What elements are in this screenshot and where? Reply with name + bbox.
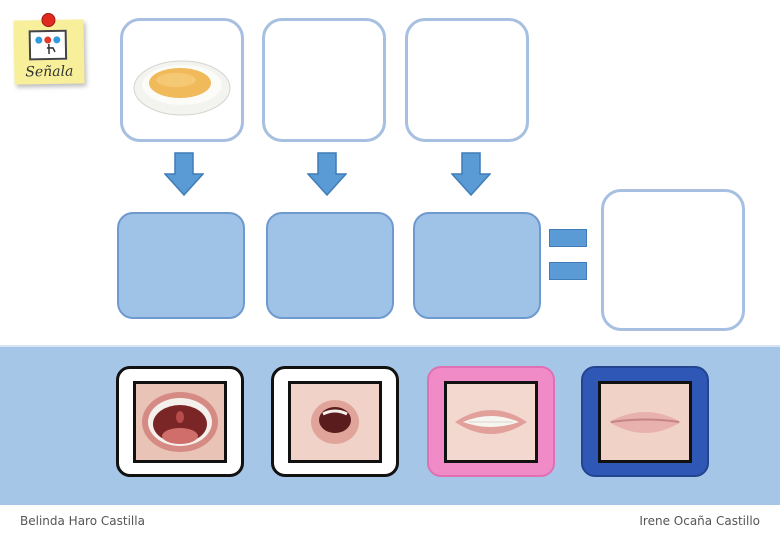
result-slot[interactable] bbox=[601, 189, 745, 331]
soup-bowl-image bbox=[133, 60, 231, 116]
hand-pointing-screen-icon bbox=[28, 29, 68, 61]
mouth-round-open-image bbox=[288, 380, 382, 463]
down-arrow-icon bbox=[164, 152, 204, 196]
mouth-options-panel bbox=[0, 345, 780, 505]
author-right: Irene Ocaña Castillo bbox=[639, 514, 760, 528]
signal-sticky-note: Señala bbox=[13, 12, 85, 85]
signal-label: Señala bbox=[25, 63, 74, 81]
mouth-option-smile-teeth[interactable] bbox=[427, 366, 555, 477]
author-left: Belinda Haro Castilla bbox=[20, 514, 145, 528]
mouth-option-closed-lips[interactable] bbox=[581, 366, 709, 477]
mouth-smile-teeth-image bbox=[444, 380, 538, 463]
down-arrow-icon bbox=[451, 152, 491, 196]
equals-sign-bottom bbox=[549, 262, 587, 280]
mouth-open-wide-image bbox=[133, 380, 227, 463]
sequence-slot-1[interactable] bbox=[120, 18, 244, 142]
mouth-closed-lips-image bbox=[598, 380, 692, 463]
sequence-slot-2[interactable] bbox=[262, 18, 386, 142]
sequence-slot-3[interactable] bbox=[405, 18, 529, 142]
answer-slot-1[interactable] bbox=[117, 212, 245, 319]
equals-sign-top bbox=[549, 229, 587, 247]
answer-slot-2[interactable] bbox=[266, 212, 394, 319]
pin-icon bbox=[41, 12, 56, 28]
answer-slot-3[interactable] bbox=[413, 212, 541, 319]
down-arrow-icon bbox=[307, 152, 347, 196]
mouth-option-round-open[interactable] bbox=[271, 366, 399, 477]
mouth-option-open-wide[interactable] bbox=[116, 366, 244, 477]
